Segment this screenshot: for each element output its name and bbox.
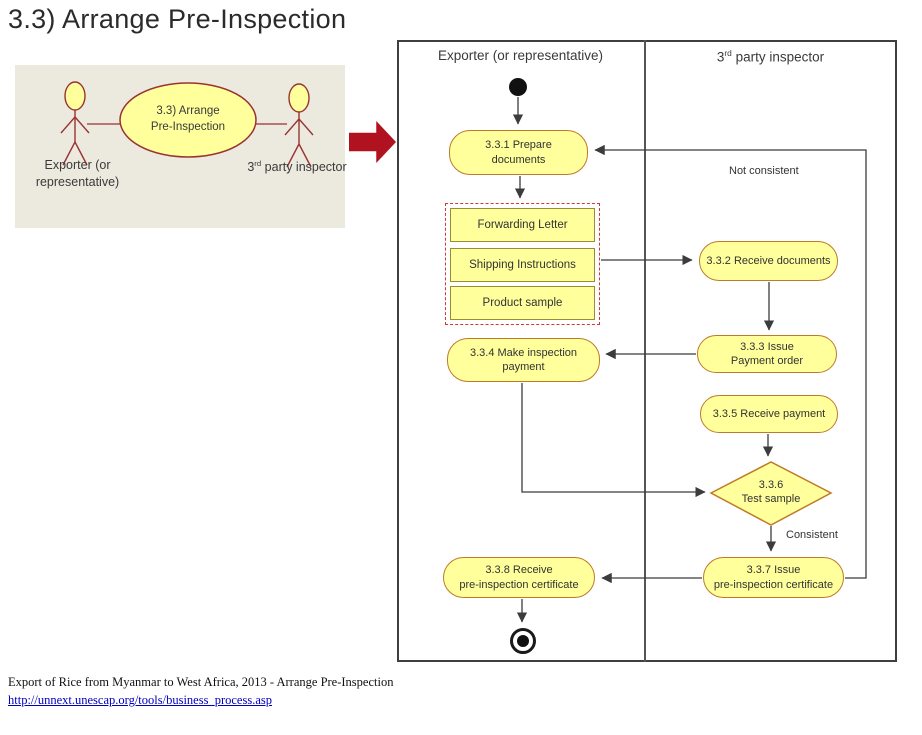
final-node-icon	[510, 628, 536, 654]
node-338-receive-certificate: 3.3.8 Receive pre-inspection certificate	[443, 557, 595, 598]
actor-exporter-label: Exporter (or representative)	[35, 158, 120, 189]
actor-inspector-label: 3rd party inspector	[247, 159, 347, 175]
doc-product-sample: Product sample	[450, 286, 595, 320]
doc-forwarding-letter: Forwarding Letter	[450, 208, 595, 242]
edge-label-consistent: Consistent	[786, 529, 838, 541]
node-337-issue-certificate: 3.3.7 Issue pre-inspection certificate	[703, 557, 844, 598]
lane-divider	[644, 40, 646, 662]
lane-header-exporter: Exporter (or representative)	[437, 48, 604, 63]
node-336-test-sample-label: 3.3.6 Test sample	[741, 479, 801, 506]
activity-diagram-frame	[397, 40, 897, 662]
node-334-make-inspection-payment: 3.3.4 Make inspection payment	[447, 338, 600, 382]
use-case-diagram: 3.3) Arrange Pre-Inspection Exporter (or…	[15, 65, 347, 228]
node-333-issue-payment-order: 3.3.3 Issue Payment order	[697, 335, 837, 373]
lane-header-inspector: 3rd party inspector	[716, 48, 825, 65]
document-group	[445, 203, 600, 325]
use-case-label: 3.3) Arrange Pre-Inspection	[150, 105, 226, 134]
edge-label-not-consistent: Not consistent	[729, 165, 799, 177]
actor-exporter-icon	[60, 81, 90, 166]
initial-node-icon	[509, 78, 527, 96]
use-case-ellipse	[119, 82, 257, 158]
node-332-receive-documents: 3.3.2 Receive documents	[699, 241, 838, 281]
footer-link[interactable]: http://unnext.unescap.org/tools/business…	[8, 693, 272, 707]
page-title: 3.3) Arrange Pre-Inspection	[8, 4, 347, 34]
use-case-shapes	[60, 81, 314, 168]
node-335-receive-payment: 3.3.5 Receive payment	[700, 395, 838, 433]
actor-inspector-icon	[284, 83, 314, 168]
node-331-prepare-documents: 3.3.1 Prepare documents	[449, 130, 588, 175]
flow-arrow-icon	[349, 121, 396, 163]
footer-caption: Export of Rice from Myanmar to West Afri…	[8, 675, 394, 689]
doc-shipping-instructions: Shipping Instructions	[450, 248, 595, 282]
